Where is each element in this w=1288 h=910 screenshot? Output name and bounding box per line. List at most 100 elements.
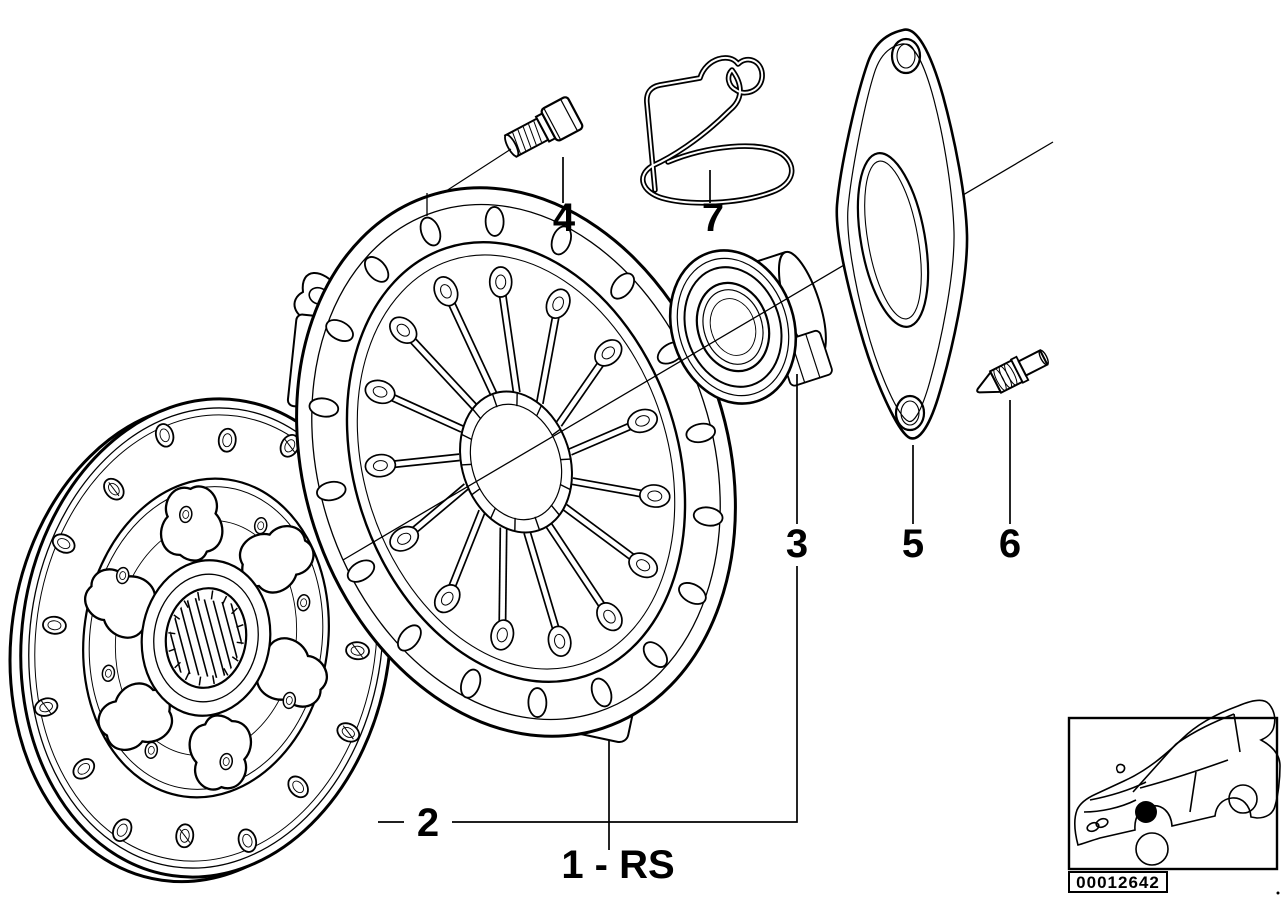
flange-hole: [484, 206, 505, 237]
disc-hole-inner: [116, 823, 128, 837]
finger-pad: [389, 316, 418, 344]
finger-tip: [560, 458, 571, 461]
image-code: 00012642: [1076, 873, 1160, 892]
damper-rivet-inner: [119, 571, 127, 580]
finger-pad: [389, 525, 420, 552]
callout-label-5: 5: [902, 522, 924, 566]
bolt-axis-leader: [442, 148, 512, 194]
diaphragm-fingers: [364, 266, 671, 657]
finger-pad-inner: [496, 627, 508, 643]
finger-pad: [433, 584, 461, 614]
rivet-mark: [352, 643, 364, 658]
finger-edge: [560, 354, 612, 427]
disc-hole-inner: [179, 828, 190, 843]
disc-hole: [154, 423, 175, 448]
rivet-mark: [342, 725, 354, 740]
damper-rivet: [282, 691, 297, 710]
finger-tip: [559, 483, 571, 491]
flange-hole: [346, 559, 376, 583]
spline-tooth: [231, 656, 239, 662]
disc-hole: [237, 828, 258, 853]
disc-hole-inner: [39, 701, 53, 713]
disc-hole-inner: [222, 433, 233, 448]
finger-edge: [496, 282, 515, 394]
finger-pad: [626, 408, 659, 434]
spring-window: [188, 714, 253, 791]
finger-pad: [433, 276, 459, 307]
callout-label-2: 2: [417, 801, 439, 845]
finger-edge: [378, 393, 462, 433]
spline-tooth: [210, 590, 214, 600]
kit-bracket-line: [452, 566, 798, 823]
finger-pad: [596, 602, 623, 632]
finger-edge: [448, 289, 498, 393]
finger-edge: [404, 327, 478, 405]
flange-hole: [678, 582, 707, 605]
disc-rivet-holes: [33, 423, 379, 853]
spline-tooth: [184, 671, 190, 681]
rivet-mark: [108, 482, 120, 497]
spline-tooth: [168, 631, 176, 635]
disc-hole: [72, 758, 96, 780]
damper-rivet-inner: [104, 668, 112, 678]
finger-pad: [628, 552, 659, 579]
disc-hole-inner: [292, 780, 304, 794]
spline-tooth: [197, 591, 201, 601]
damper-rivet-inner: [257, 521, 265, 531]
finger-tip: [472, 409, 482, 420]
finger-edge: [566, 503, 646, 564]
disc-hole-inner: [57, 538, 71, 550]
finger-pad: [364, 453, 397, 478]
rivet-mark: [40, 700, 52, 715]
finger-tips: [461, 393, 571, 531]
rivet-mark: [284, 438, 296, 453]
disc-hole-inner: [284, 439, 296, 453]
pressure-plate-drawing: [286, 186, 737, 744]
spline-tooth: [231, 607, 238, 615]
damper-rivet-inner: [300, 598, 308, 608]
release-lever-drawing: [835, 28, 969, 440]
finger-tip: [551, 428, 561, 436]
finger-pad-inner: [601, 346, 615, 360]
finger-pad-inner: [495, 274, 507, 290]
car-outline: [1074, 699, 1281, 866]
finger-pad-inner: [603, 609, 616, 624]
finger-tip: [550, 504, 560, 515]
disc-hole: [42, 615, 67, 635]
damper-spring-windows: [84, 485, 328, 791]
damper-rivet: [144, 741, 159, 760]
disc-hole: [112, 818, 133, 842]
spline-tooth: [236, 623, 244, 628]
finger-pad-inner: [440, 284, 452, 299]
flange-hole: [550, 225, 572, 256]
spline-tooth: [236, 641, 244, 645]
finger-pad-inner: [636, 559, 651, 572]
finger-pad: [545, 288, 571, 320]
flange-hole: [590, 677, 613, 708]
clutch-disc-drawing: [8, 397, 393, 884]
retaining-clip-drawing: [640, 55, 795, 206]
finger-tip: [534, 516, 540, 530]
car-location-thumbnail: [1067, 699, 1281, 871]
finger-edge: [503, 281, 521, 393]
flange-hole: [316, 480, 347, 502]
spline-tooth: [198, 676, 202, 686]
disc-hole-inner: [350, 645, 365, 656]
finger-edge: [449, 512, 486, 601]
disc-hole-inner: [77, 763, 91, 775]
part-location-dot: [1135, 801, 1157, 823]
finger-pad-inner: [552, 296, 565, 311]
finger-edge: [529, 531, 564, 641]
spline-tooth: [173, 614, 181, 620]
bolt-drawing: [503, 96, 584, 159]
flange-hole: [527, 687, 548, 718]
spline-tooth: [222, 595, 228, 605]
finger-pad-inner: [554, 633, 566, 649]
spline-tooth: [183, 600, 189, 609]
finger-tip: [514, 517, 516, 531]
finger-tip: [471, 488, 481, 496]
finger-pad-inner: [397, 532, 412, 545]
finger-edge: [535, 303, 556, 403]
